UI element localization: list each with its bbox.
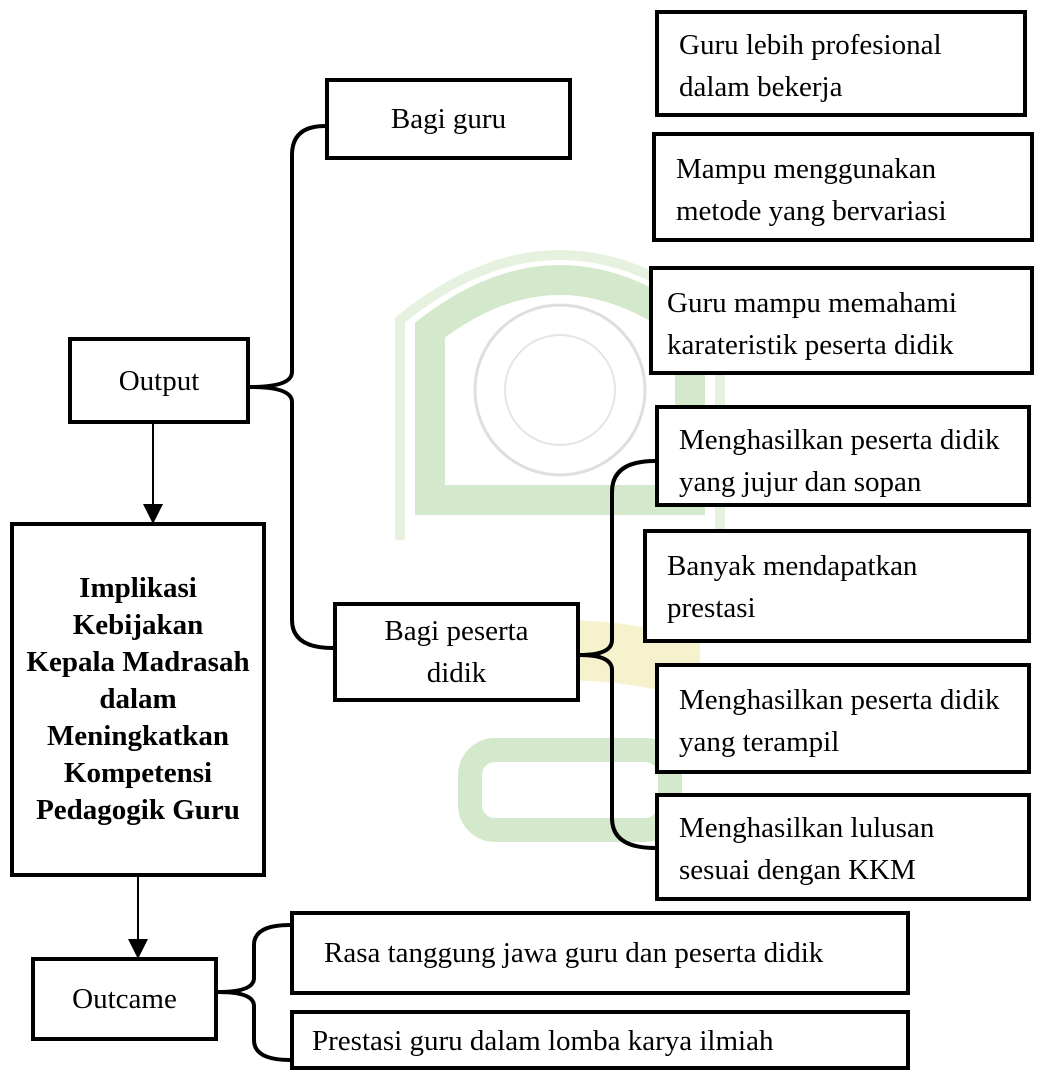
peserta-output-3: Menghasilkan peserta didik yang terampil <box>655 663 1031 774</box>
bagi-peserta-didik-label: Bagi peserta didik <box>384 615 529 689</box>
guru-output-2: Mampu menggunakan metode yang bervariasi <box>652 132 1034 242</box>
peserta-output-1-text: Menghasilkan peserta didik yang jujur da… <box>679 424 1000 498</box>
peserta-output-4-text: Menghasilkan lulusan sesuai dengan KKM <box>679 812 935 886</box>
guru-output-1: Guru lebih profesional dalam bekerja <box>655 10 1027 117</box>
outcome-1: Rasa tanggung jawa guru dan peserta didi… <box>290 911 910 995</box>
output-label: Output <box>118 364 200 397</box>
outcame-box: Outcame <box>31 957 218 1041</box>
peserta-output-3-text: Menghasilkan peserta didik yang terampil <box>679 684 1000 758</box>
bagi-guru-box: Bagi guru <box>325 78 572 160</box>
outcame-bracket <box>217 923 291 1062</box>
peserta-output-1: Menghasilkan peserta didik yang jujur da… <box>655 405 1031 507</box>
guru-output-3-text: Guru mampu memahami karateristik peserta… <box>667 287 957 361</box>
outcome-1-text: Rasa tanggung jawa guru dan peserta didi… <box>324 937 824 969</box>
guru-output-3: Guru mampu memahami karateristik peserta… <box>649 266 1034 375</box>
implikasi-box: Implikasi Kebijakan Kepala Madrasah dala… <box>10 522 266 877</box>
peserta-output-2-text: Banyak mendapatkan prestasi <box>667 550 918 624</box>
peserta-output-2: Banyak mendapatkan prestasi <box>643 529 1031 643</box>
outcome-2: Prestasi guru dalam lomba karya ilmiah <box>290 1010 910 1070</box>
guru-output-1-text: Guru lebih profesional dalam bekerja <box>679 29 942 103</box>
implikasi-label: Implikasi Kebijakan Kepala Madrasah dala… <box>26 572 250 826</box>
guru-output-2-text: Mampu menggunakan metode yang bervariasi <box>676 153 947 227</box>
output-bracket <box>249 124 334 650</box>
outcome-2-text: Prestasi guru dalam lomba karya ilmiah <box>312 1025 774 1057</box>
output-box: Output <box>68 337 250 424</box>
bagi-guru-label: Bagi guru <box>390 103 507 135</box>
peserta-output-4: Menghasilkan lulusan sesuai dengan KKM <box>655 793 1031 901</box>
peserta-didik-bracket <box>579 459 656 850</box>
bagi-peserta-didik-box: Bagi peserta didik <box>333 602 580 702</box>
outcame-label: Outcame <box>72 983 177 1015</box>
